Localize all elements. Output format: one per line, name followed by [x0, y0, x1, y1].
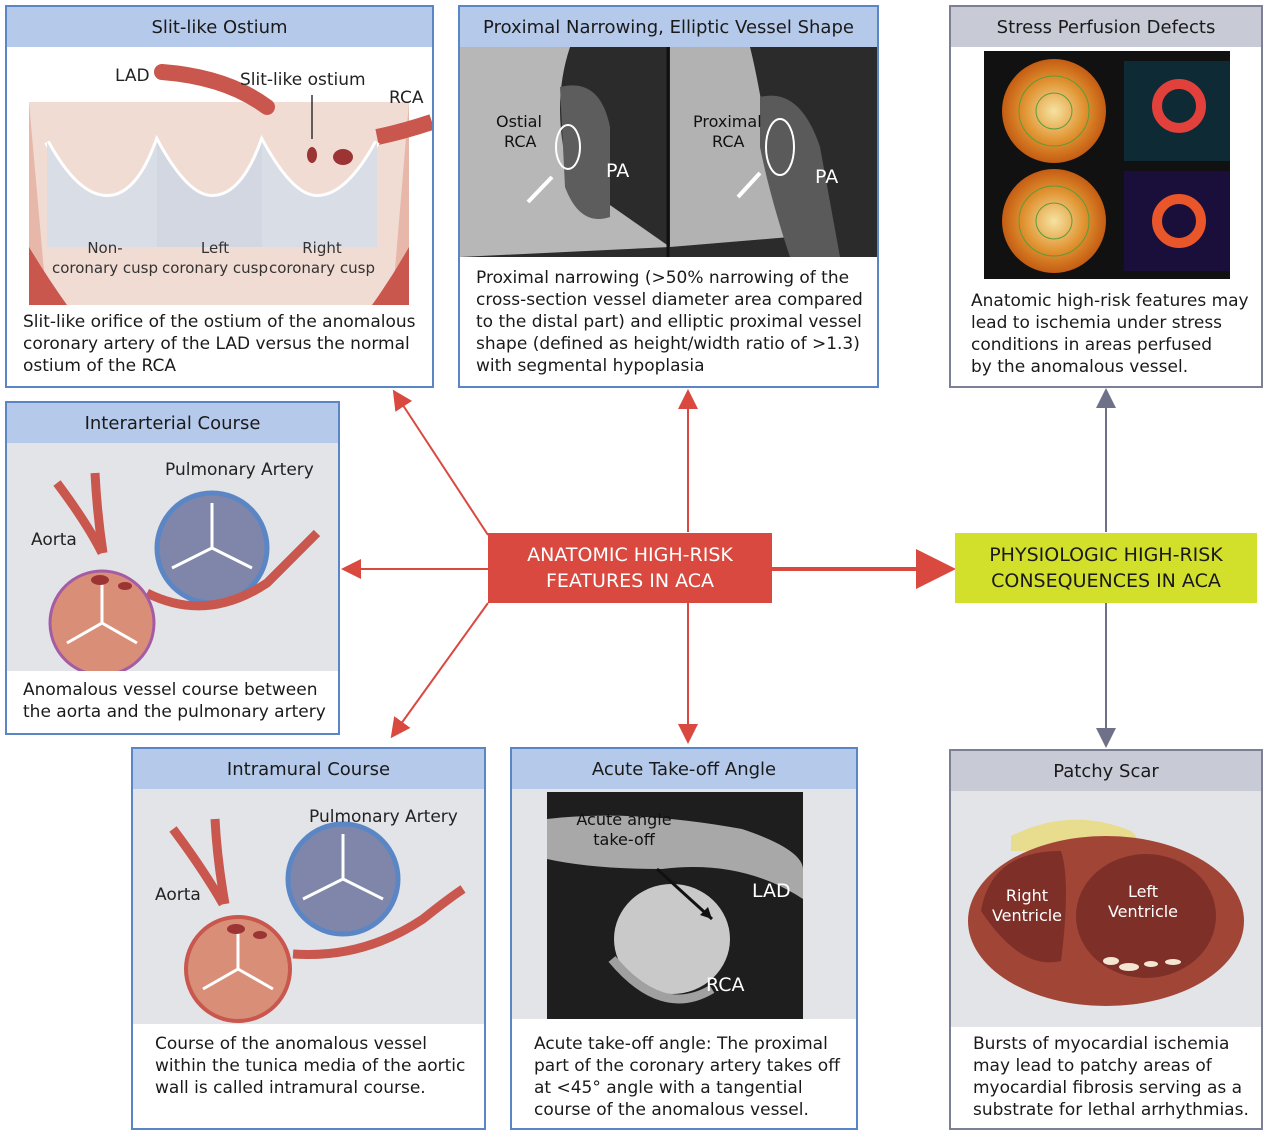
panel-title: Slit-like Ostium	[7, 7, 432, 47]
svg-text:coronary cusp: coronary cusp	[52, 259, 158, 277]
panel-description: Anatomic high-risk features may lead to …	[971, 290, 1251, 378]
svg-text:Left: Left	[1128, 882, 1158, 901]
panel-patchy-scar: Patchy Scar Right Ventricle Left Ventric…	[949, 749, 1263, 1130]
svg-text:Non-: Non-	[87, 239, 122, 257]
panel-slit-like-ostium: Slit-like Ostium LAD Slit-like ostium RC…	[5, 5, 434, 388]
heart-cross-section: Right Ventricle Left Ventricle	[951, 791, 1261, 1027]
valve-illustration: LAD Slit-like ostium RCA Non- coronary c…	[7, 47, 432, 305]
svg-text:RCA: RCA	[712, 132, 744, 151]
svg-text:RCA: RCA	[504, 132, 536, 151]
perfusion-images	[984, 51, 1230, 279]
arrow-to-slit	[395, 393, 488, 535]
panel-title: Stress Perfusion Defects	[951, 7, 1261, 47]
panel-description: Proximal narrowing (>50% narrowing of th…	[476, 267, 867, 377]
panel-description: Slit-like orifice of the ostium of the a…	[23, 311, 422, 377]
svg-text:Left: Left	[201, 239, 229, 257]
svg-text:Ostial: Ostial	[496, 112, 542, 131]
panel-title: Proximal Narrowing, Elliptic Vessel Shap…	[460, 7, 877, 47]
panel-acute-takeoff-angle: Acute Take-off Angle Acute angle take-of…	[510, 747, 858, 1130]
svg-text:Right: Right	[1006, 886, 1048, 905]
label-lad: LAD	[115, 66, 150, 86]
panel-description: Bursts of myocardial ischemia may lead t…	[973, 1033, 1251, 1121]
svg-text:Acute angle: Acute angle	[576, 810, 671, 829]
svg-text:RCA: RCA	[706, 974, 745, 996]
label-rca: RCA	[389, 88, 424, 108]
panel-description: Course of the anomalous vessel within th…	[155, 1033, 474, 1099]
svg-text:PA: PA	[815, 166, 838, 188]
ct-images: Ostial RCA PA Proximal RCA PA	[460, 47, 877, 257]
arrow-to-intramural	[393, 603, 488, 735]
svg-text:Right: Right	[302, 239, 342, 257]
svg-text:PA: PA	[606, 160, 629, 182]
panel-proximal-narrowing: Proximal Narrowing, Elliptic Vessel Shap…	[458, 5, 879, 388]
svg-text:take-off: take-off	[593, 830, 655, 849]
panel-title: Intramural Course	[133, 749, 484, 789]
panel-title: Patchy Scar	[951, 751, 1261, 791]
panel-interarterial-course: Interarterial Course Pulmonary Artery Ao…	[5, 401, 340, 735]
panel-intramural-course: Intramural Course Pulmonary Artery Aorta…	[131, 747, 486, 1130]
ct-acute-angle: Acute angle take-off LAD RCA	[512, 789, 856, 1019]
interarterial-illustration: Pulmonary Artery Aorta	[7, 443, 338, 671]
intramural-illustration: Pulmonary Artery Aorta	[133, 789, 484, 1024]
svg-text:Pulmonary Artery: Pulmonary Artery	[165, 460, 314, 480]
panel-stress-perfusion: Stress Perfusion Defects Anatomic high-r…	[949, 5, 1263, 388]
svg-text:coronary cusp: coronary cusp	[269, 259, 375, 277]
svg-text:Proximal: Proximal	[693, 112, 762, 131]
svg-text:Ventricle: Ventricle	[992, 906, 1062, 925]
svg-text:LAD: LAD	[752, 880, 791, 902]
svg-text:Aorta: Aorta	[31, 530, 77, 550]
label-slit-ostium: Slit-like ostium	[240, 70, 366, 90]
panel-title: Interarterial Course	[7, 403, 338, 443]
panel-description: Anomalous vessel course between the aort…	[23, 679, 328, 723]
svg-text:Aorta: Aorta	[155, 885, 201, 905]
svg-text:coronary cusp: coronary cusp	[162, 259, 268, 277]
svg-text:Ventricle: Ventricle	[1108, 902, 1178, 921]
panel-title: Acute Take-off Angle	[512, 749, 856, 789]
svg-text:Pulmonary Artery: Pulmonary Artery	[309, 807, 458, 827]
panel-description: Acute take-off angle: The proximal part …	[534, 1033, 846, 1121]
